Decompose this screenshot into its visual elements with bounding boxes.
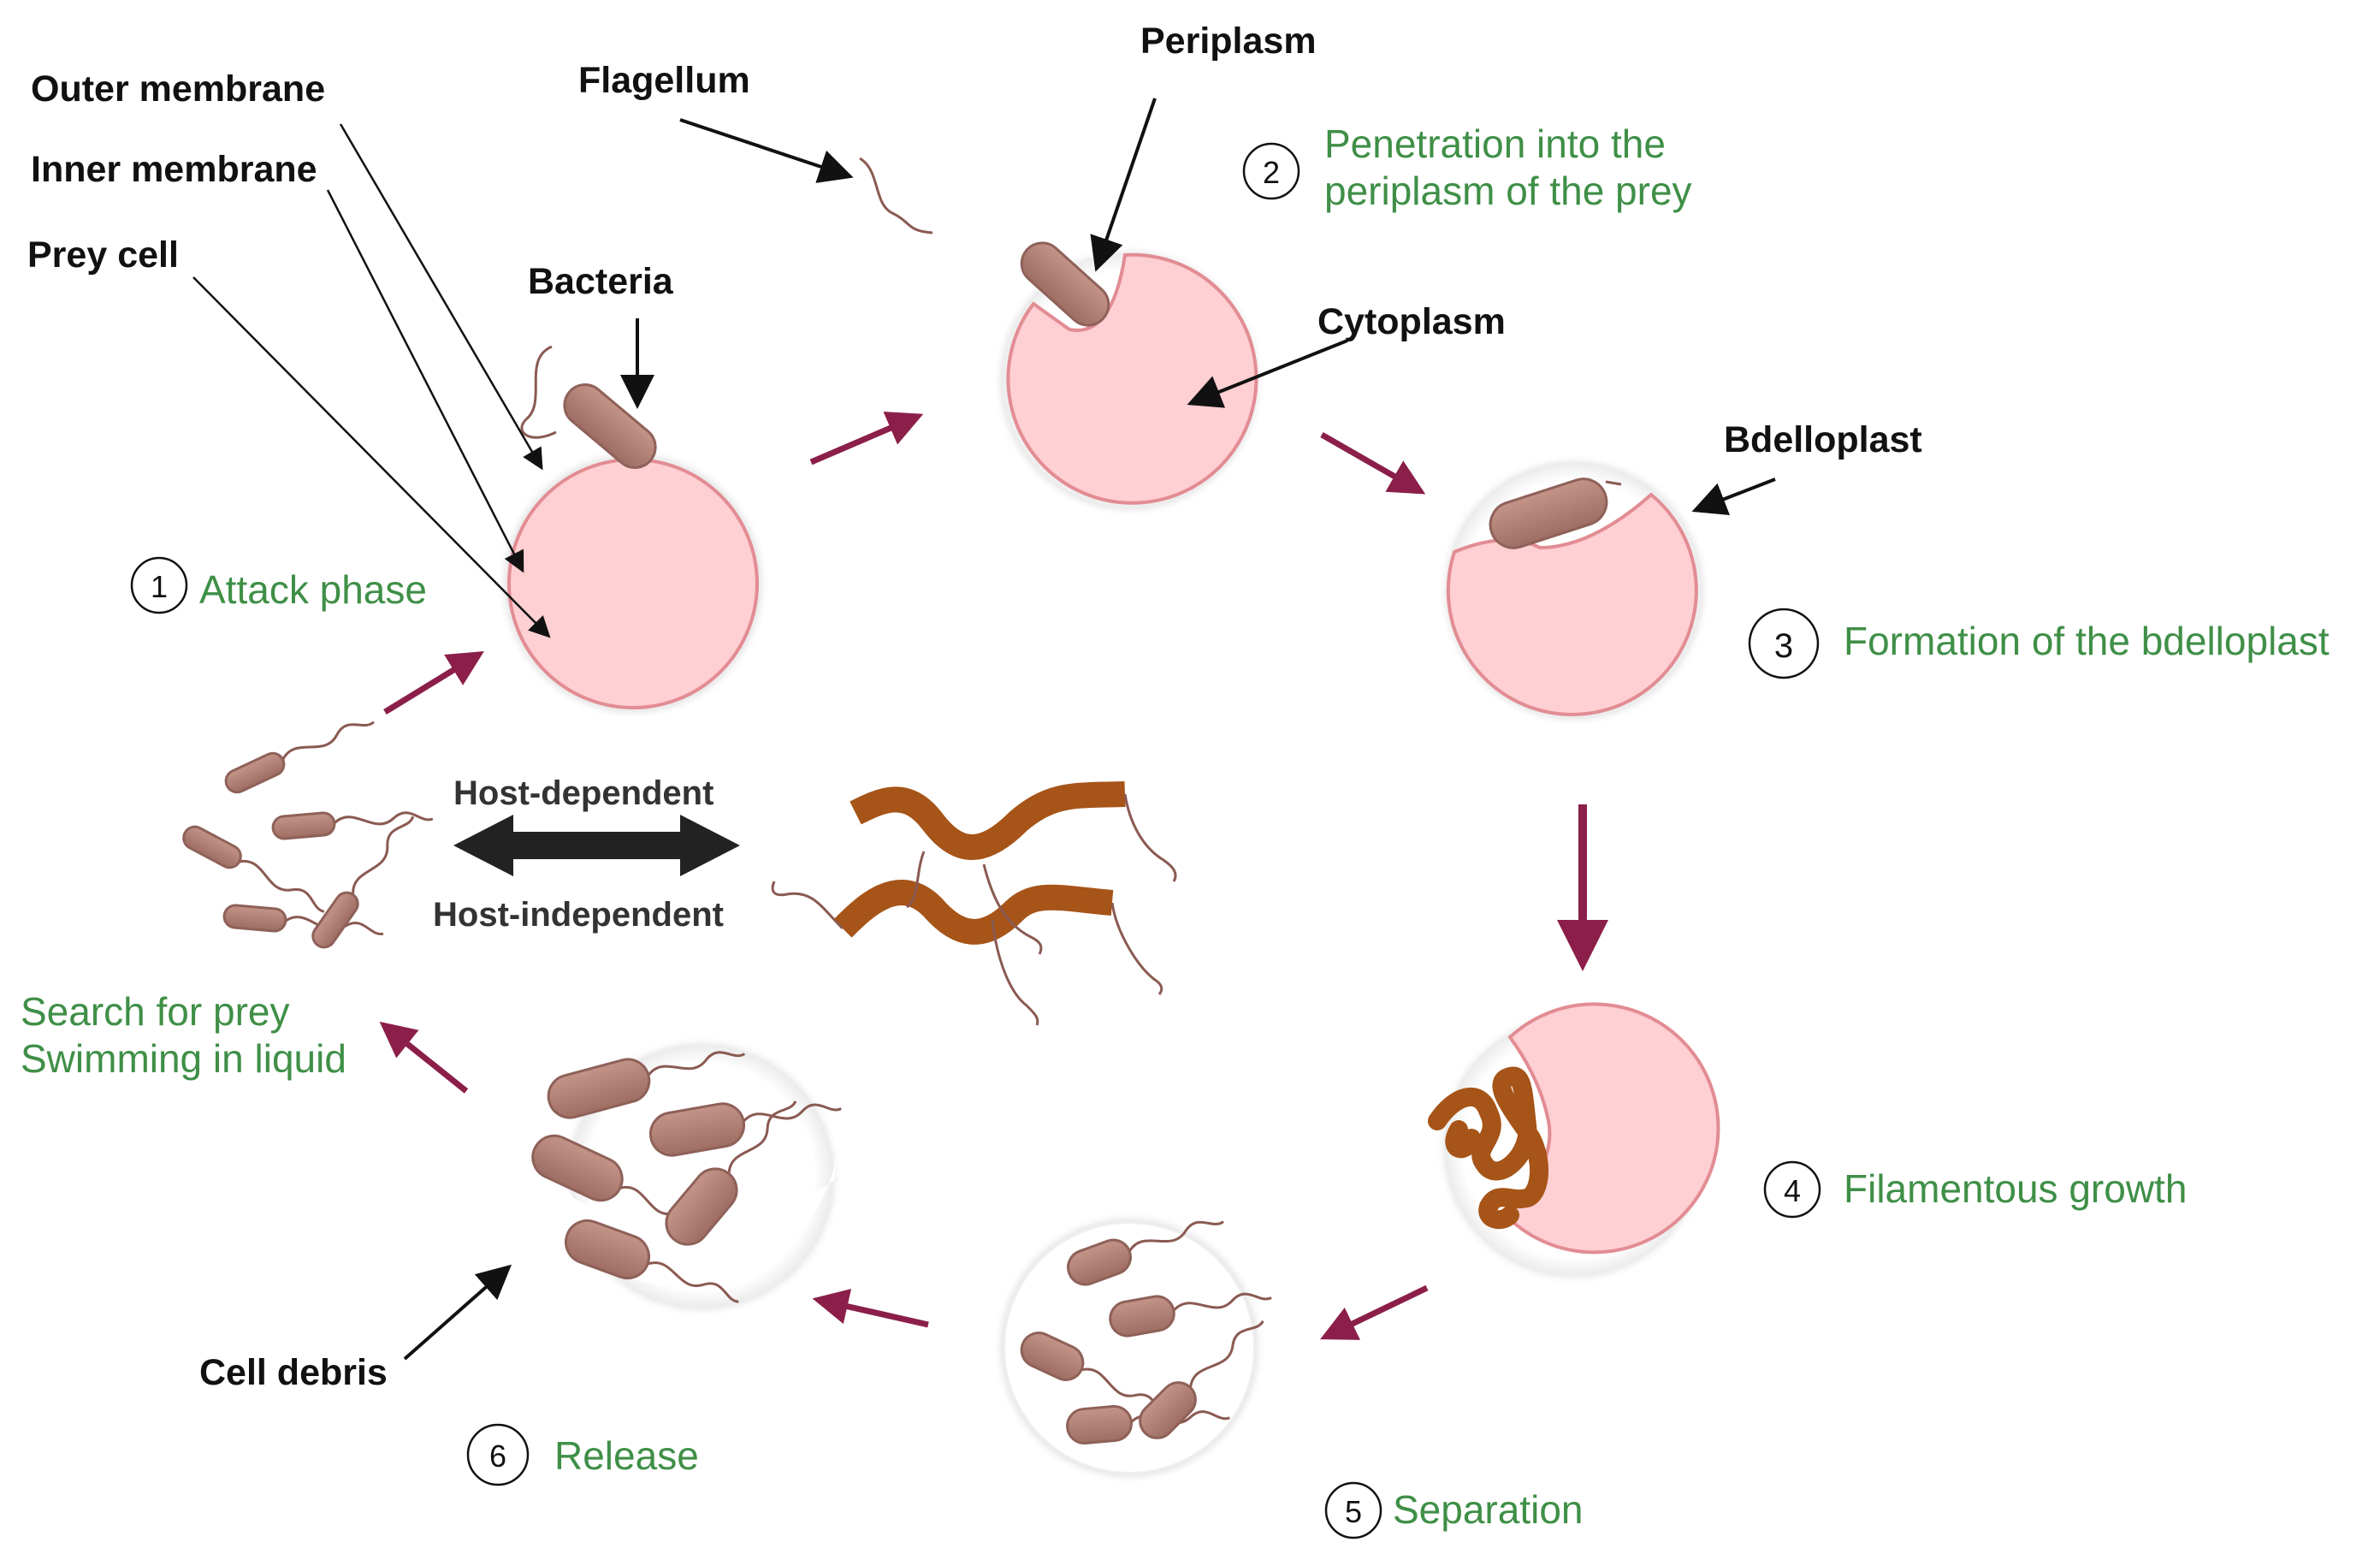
pointer-cytoplasm xyxy=(1187,339,1348,408)
step-2: 2 Penetration into the periplasm of the … xyxy=(1242,122,1692,213)
label-cytoplasm: Cytoplasm xyxy=(1317,301,1506,342)
cycle-arrow-6 xyxy=(812,1289,929,1328)
progeny-bacterium xyxy=(1139,1320,1264,1439)
label-inner-membrane: Inner membrane xyxy=(31,149,317,190)
filament-lower xyxy=(833,880,1114,945)
prey-cell xyxy=(507,458,759,709)
cycle-arrow-5 xyxy=(1320,1284,1429,1340)
free-bacterium xyxy=(224,721,375,794)
step-number: 5 xyxy=(1345,1494,1362,1529)
progeny-group xyxy=(1020,1220,1272,1445)
step-number: 1 xyxy=(151,569,168,604)
pointer-bdelloplast xyxy=(1691,478,1776,516)
released-group xyxy=(531,1051,842,1303)
search-line2: Swimming in liquid xyxy=(21,1036,346,1081)
step-number: 6 xyxy=(489,1438,506,1474)
step-caption: Separation xyxy=(1393,1487,1584,1532)
pointer-outer-membrane xyxy=(339,123,543,471)
free-bacterium xyxy=(311,816,415,949)
label-host-independent: Host-independent xyxy=(433,896,724,934)
free-bacterium xyxy=(182,825,325,913)
pointer-lines xyxy=(192,98,1776,1361)
filament-upper xyxy=(850,781,1126,860)
flagellum xyxy=(520,345,557,439)
bacterium-penetrating xyxy=(1020,241,1110,327)
step-caption: Release xyxy=(554,1433,699,1478)
structure-labels: Outer membrane Inner membrane Prey cell … xyxy=(27,21,1922,1393)
step-number: 2 xyxy=(1263,155,1280,190)
free-bacterium xyxy=(222,904,384,935)
step-caption: Formation of the bdelloplast xyxy=(1844,619,2330,663)
step-4: 4 Filamentous growth xyxy=(1763,1160,2187,1219)
cycle-arrow-2 xyxy=(809,411,924,466)
free-swimming-bacteria xyxy=(182,721,434,949)
cell-attack-phase xyxy=(496,345,770,721)
flagellum xyxy=(859,157,933,234)
search-line1: Search for prey xyxy=(21,989,289,1034)
free-bacterium xyxy=(271,811,434,840)
bacterium-attacking xyxy=(563,383,657,469)
label-host-dependent: Host-dependent xyxy=(453,774,713,812)
step-1: 1 Attack phase xyxy=(130,556,427,614)
pointer-periplasm xyxy=(1090,98,1157,272)
step-5: 5 Separation xyxy=(1324,1481,1584,1539)
bacterial-filament xyxy=(1428,1066,1549,1230)
step-caption-line2: periplasm of the prey xyxy=(1324,169,1692,213)
released-bacterium xyxy=(547,1051,746,1119)
released-bacterium xyxy=(665,1100,797,1246)
released-bacterium xyxy=(565,1219,739,1303)
cell-penetration xyxy=(859,157,1266,518)
cell-separation xyxy=(992,1211,1272,1485)
cell-filamentous-growth xyxy=(1428,1002,1720,1285)
label-outer-membrane: Outer membrane xyxy=(31,68,325,110)
pointer-cell-debris xyxy=(403,1264,512,1361)
cycle-arrow-1 xyxy=(383,651,484,715)
pointer-prey-cell xyxy=(192,276,551,638)
pointer-inner-membrane xyxy=(326,189,524,573)
step-6: 6 Release xyxy=(466,1423,699,1486)
prey-cell-penetrated xyxy=(1006,252,1258,505)
search-caption: Search for prey Swimming in liquid xyxy=(21,989,346,1081)
step-caption: Filamentous growth xyxy=(1844,1166,2187,1211)
cycle-arrows xyxy=(379,411,1608,1340)
released-bacterium xyxy=(648,1102,842,1157)
progeny-bacterium xyxy=(1109,1292,1272,1338)
cell-bdelloplast xyxy=(1437,454,1711,727)
cycle-arrow-7 xyxy=(379,1021,469,1094)
label-prey-cell: Prey cell xyxy=(27,234,179,276)
double-arrow xyxy=(453,815,740,876)
label-bacteria: Bacteria xyxy=(528,261,674,302)
step-number: 4 xyxy=(1784,1173,1801,1208)
step-3: 3 Formation of the bdelloplast xyxy=(1748,608,2330,679)
label-periplasm: Periplasm xyxy=(1140,21,1317,62)
prey-cell-consumed xyxy=(1503,1002,1720,1255)
bdelloplast-cell xyxy=(1446,492,1698,716)
step-caption-line1: Penetration into the xyxy=(1324,122,1666,166)
label-flagellum: Flagellum xyxy=(578,60,750,101)
label-bdelloplast: Bdelloplast xyxy=(1724,419,1922,460)
pointer-flagellum xyxy=(679,118,854,183)
label-cell-debris: Cell debris xyxy=(199,1352,388,1393)
cell-release xyxy=(521,1035,843,1318)
progeny-bacterium xyxy=(1067,1220,1224,1286)
step-number: 3 xyxy=(1774,627,1793,665)
cycle-arrow-3 xyxy=(1320,431,1426,495)
step-caption: Attack phase xyxy=(199,567,427,612)
host-independent-filaments xyxy=(771,781,1177,1026)
bacterium-inside xyxy=(1489,478,1608,549)
